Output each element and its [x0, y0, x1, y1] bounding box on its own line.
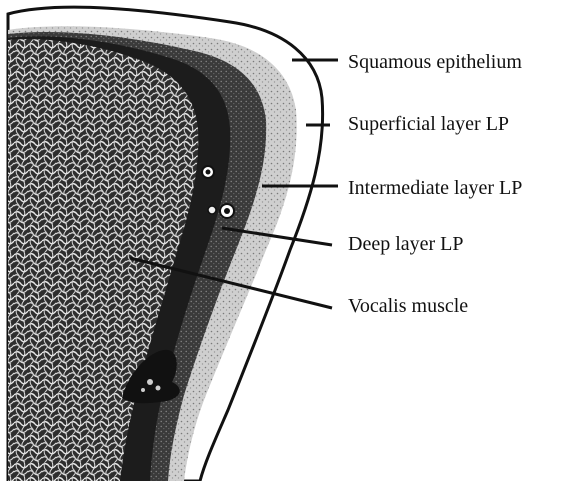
label-squamous-epithelium: Squamous epithelium: [348, 52, 522, 72]
vessel-3: [208, 206, 216, 214]
vessel-2-inner: [224, 208, 230, 214]
label-deep-layer: Deep layer LP: [348, 234, 464, 254]
label-vocalis-muscle: Vocalis muscle: [348, 296, 468, 316]
vessel-1-inner: [206, 170, 211, 175]
label-superficial-layer: Superficial layer LP: [348, 114, 509, 134]
label-intermediate-layer: Intermediate layer LP: [348, 178, 522, 198]
